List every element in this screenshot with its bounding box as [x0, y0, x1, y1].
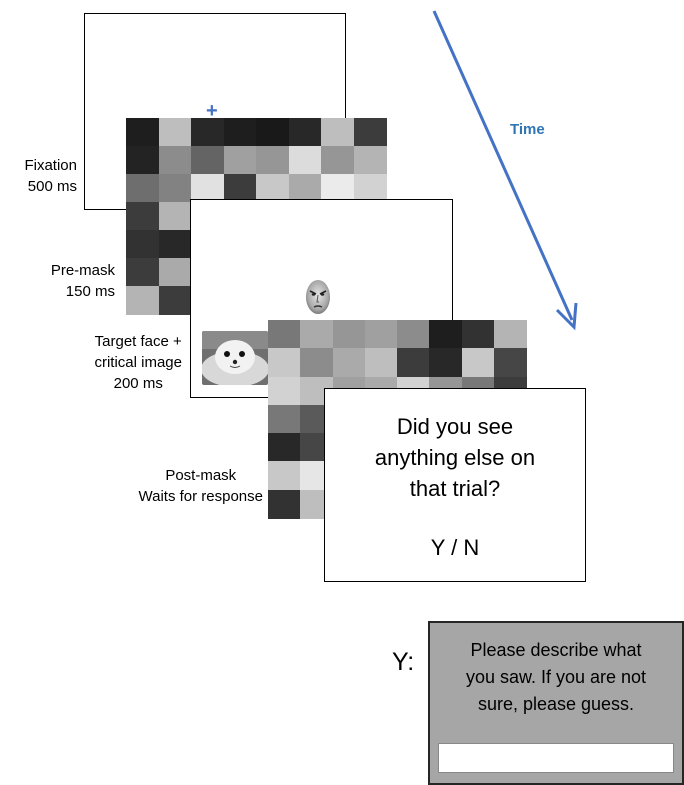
mask-cell [288, 118, 322, 147]
mask-cell [397, 320, 430, 349]
question-frame: Did you see anything else on that trial?… [324, 388, 586, 582]
stage-label-line: Fixation [24, 157, 77, 174]
mask-cell [268, 348, 301, 378]
mask-cell [256, 174, 289, 203]
mask-cell [191, 174, 224, 203]
mask-cell [300, 320, 334, 349]
stage-label-line: Post-mask [165, 467, 237, 484]
mask-cell [223, 146, 257, 175]
mask-cell [268, 433, 301, 463]
describe-prompt: Please describe what you saw. If you are… [430, 637, 682, 718]
mask-cell [429, 348, 463, 378]
mask-cell [332, 348, 366, 378]
stage-label-line: critical image [94, 354, 182, 371]
question-text: Did you see anything else on that trial? [375, 411, 535, 504]
mask-cell [332, 320, 366, 349]
mask-cell [321, 118, 354, 147]
mask-cell [321, 146, 354, 175]
mask-cell [158, 230, 192, 259]
mask-cell [268, 461, 301, 491]
mask-cell [364, 348, 398, 378]
mask-cell [191, 146, 224, 175]
describe-dialog: Please describe what you saw. If you are… [428, 621, 684, 785]
mask-cell [268, 376, 301, 406]
mask-cell [223, 174, 257, 203]
mask-cell [353, 174, 387, 203]
mask-cell [191, 118, 224, 147]
question-line: that trial? [409, 476, 501, 501]
mask-cell [461, 348, 495, 378]
stage-label-target: Target face + critical image 200 ms [94, 331, 182, 394]
mask-cell [158, 174, 192, 203]
describe-line: Please describe what [470, 640, 642, 660]
time-arrow-head [555, 302, 578, 331]
mask-cell [364, 320, 398, 349]
angry-face-image [306, 280, 330, 314]
mask-cell [126, 202, 159, 231]
mask-cell [353, 118, 387, 147]
mask-cell [126, 258, 159, 287]
mask-cell [256, 118, 289, 147]
mask-cell [158, 258, 192, 287]
mask-cell [126, 174, 159, 203]
mask-cell [158, 146, 192, 175]
stage-label-line: Pre-mask [50, 262, 115, 279]
mask-cell [353, 146, 387, 175]
mask-cell [300, 348, 334, 378]
mask-cell [126, 286, 159, 315]
mask-cell [268, 489, 301, 519]
describe-line: sure, please guess. [477, 694, 635, 714]
time-arrow-line [432, 10, 574, 321]
mask-cell [268, 404, 301, 434]
stage-label-line: Target face + [94, 333, 182, 350]
question-line: Did you see [396, 414, 514, 439]
mask-cell [126, 230, 159, 259]
followup-prefix: Y: [392, 648, 415, 676]
stage-label-pre-mask: Pre-mask 150 ms [51, 260, 115, 302]
mask-cell [158, 202, 192, 231]
mask-cell [321, 174, 354, 203]
stage-label-line: 500 ms [27, 178, 77, 195]
question-line: anything else on [374, 445, 536, 470]
mask-cell [461, 320, 495, 349]
mask-cell [288, 174, 322, 203]
describe-text-input[interactable] [438, 743, 674, 773]
mask-cell [223, 118, 257, 147]
mask-cell [126, 118, 159, 147]
seal-pup-image [202, 331, 268, 385]
response-options: Y / N [430, 535, 480, 560]
stage-label-post-mask: Post-mask Waits for response [139, 465, 264, 507]
mask-cell [126, 146, 159, 175]
mask-cell [288, 146, 322, 175]
mask-cell [429, 320, 463, 349]
mask-cell [268, 320, 301, 349]
stage-label-fixation: Fixation 500 ms [24, 155, 77, 197]
mask-cell [397, 348, 430, 378]
describe-line: you saw. If you are not [465, 667, 647, 687]
stage-label-line: Waits for response [138, 488, 264, 505]
stage-label-line: 200 ms [113, 375, 163, 392]
fixation-cross: + [206, 100, 218, 122]
mask-cell [256, 146, 289, 175]
mask-cell [493, 348, 527, 378]
stage-label-line: 150 ms [65, 283, 115, 300]
mask-cell [158, 286, 192, 315]
mask-cell [158, 118, 192, 147]
time-label: Time [510, 121, 545, 138]
mask-cell [493, 320, 527, 349]
